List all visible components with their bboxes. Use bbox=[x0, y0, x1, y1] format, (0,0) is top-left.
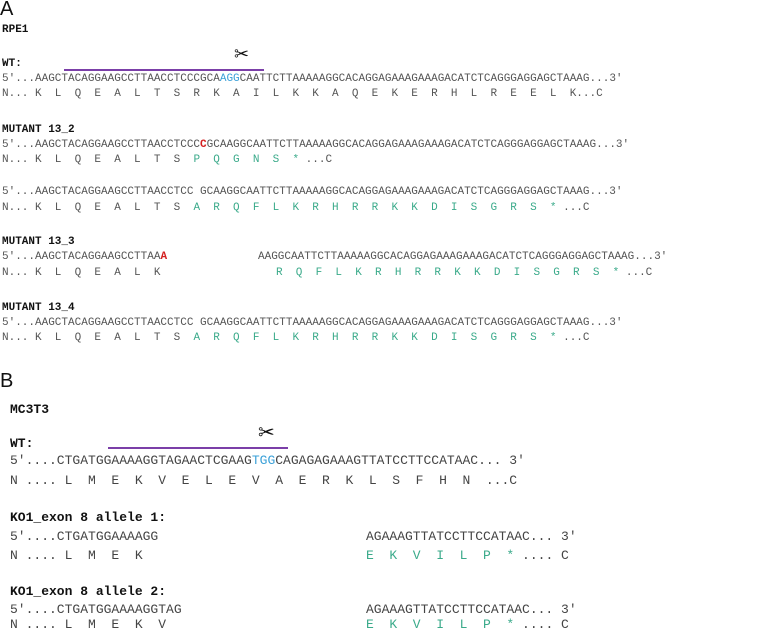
allele-1-label: KO1_exon 8 allele 1: bbox=[10, 510, 167, 525]
wt-protein-b: N .... L M E K V E L E V A E R K L S F H… bbox=[10, 473, 518, 488]
panel-label-a: A bbox=[0, 0, 14, 20]
mutant-13-3-label: MUTANT 13_3 bbox=[2, 236, 75, 248]
allele-1-seq-right: AGAAAGTTATCCTTCCATAAC... 3' bbox=[366, 529, 577, 544]
scissors-icon: ✂ bbox=[234, 44, 250, 65]
mutant-13-2-seq2: 5'...AAGCTACAGGAAGCCTTAACCTCC GCAAGGCAAT… bbox=[2, 186, 623, 198]
mutant-13-4-protein: N... K L Q E A L T S A R Q F L K R H R R… bbox=[2, 332, 590, 344]
allele-2-seq-right: AGAAAGTTATCCTTCCATAAC... 3' bbox=[366, 602, 577, 617]
insertion-a: A bbox=[160, 251, 168, 263]
wt-label-a: WT: bbox=[2, 58, 22, 70]
mutant-13-3-protein-right: R Q F L K R H R R K K D I S G R S * ...C bbox=[276, 267, 653, 279]
allele-1-protein-right: E K V I L P * .... C bbox=[366, 548, 569, 563]
allele-2-seq-left: 5'....CTGATGGAAAAGGTAG bbox=[10, 602, 182, 617]
guide-rna-bar-a bbox=[64, 69, 264, 71]
wt-label-b: WT: bbox=[10, 436, 34, 451]
guide-rna-bar-b bbox=[108, 447, 288, 449]
allele-2-label: KO1_exon 8 allele 2: bbox=[10, 584, 167, 599]
pam-site-b: TGG bbox=[251, 453, 276, 468]
wt-sequence-b: 5'....CTGATGGAAAAGGTAGAACTCGAAGTGGCAGAGA… bbox=[10, 453, 525, 468]
mutant-13-2-protein2: N... K L Q E A L T S A R Q F L K R H R R… bbox=[2, 202, 590, 214]
mutant-13-2-label: MUTANT 13_2 bbox=[2, 124, 75, 136]
mutant-13-3-seq: 5'...AAGCTACAGGAAGCCTTAAA bbox=[2, 251, 168, 263]
allele-1-seq-left: 5'....CTGATGGAAAAGG bbox=[10, 529, 159, 544]
pam-site-a: AGG bbox=[219, 73, 240, 85]
mutant-13-3-seq-right: AAGGCAATTCTTAAAAAGGCACAGGAGAAAGAAAGACATC… bbox=[258, 251, 668, 263]
scissors-icon: ✂ bbox=[258, 420, 275, 444]
mutant-13-3-protein-left: N... K L Q E A L K bbox=[2, 267, 161, 279]
mutant-13-4-label: MUTANT 13_4 bbox=[2, 302, 75, 314]
allele-2-protein-left: N .... L M E K V bbox=[10, 617, 167, 632]
allele-2-protein-right: E K V I L P * .... C bbox=[366, 617, 569, 632]
cell-line-mc3t3: MC3T3 bbox=[10, 402, 50, 417]
cell-line-rpe1: RPE1 bbox=[2, 24, 29, 36]
wt-sequence-a: 5'...AAGCTACAGGAAGCCTTAACCTCCCGCAAGGCAAT… bbox=[2, 73, 623, 85]
mutant-13-2-protein1: N... K L Q E A L T S P Q G N S * ...C bbox=[2, 154, 333, 166]
mutant-13-2-seq1: 5'...AAGCTACAGGAAGCCTTAACCTCCCCGCAAGGCAA… bbox=[2, 139, 630, 151]
wt-protein-a: N... K L Q E A L T S R K A I L K K A Q E… bbox=[2, 88, 603, 100]
insertion-c: C bbox=[200, 139, 207, 151]
panel-label-b: B bbox=[0, 370, 14, 392]
mutant-13-4-seq: 5'...AAGCTACAGGAAGCCTTAACCTCC GCAAGGCAAT… bbox=[2, 317, 623, 329]
allele-1-protein-left: N .... L M E K bbox=[10, 548, 143, 563]
